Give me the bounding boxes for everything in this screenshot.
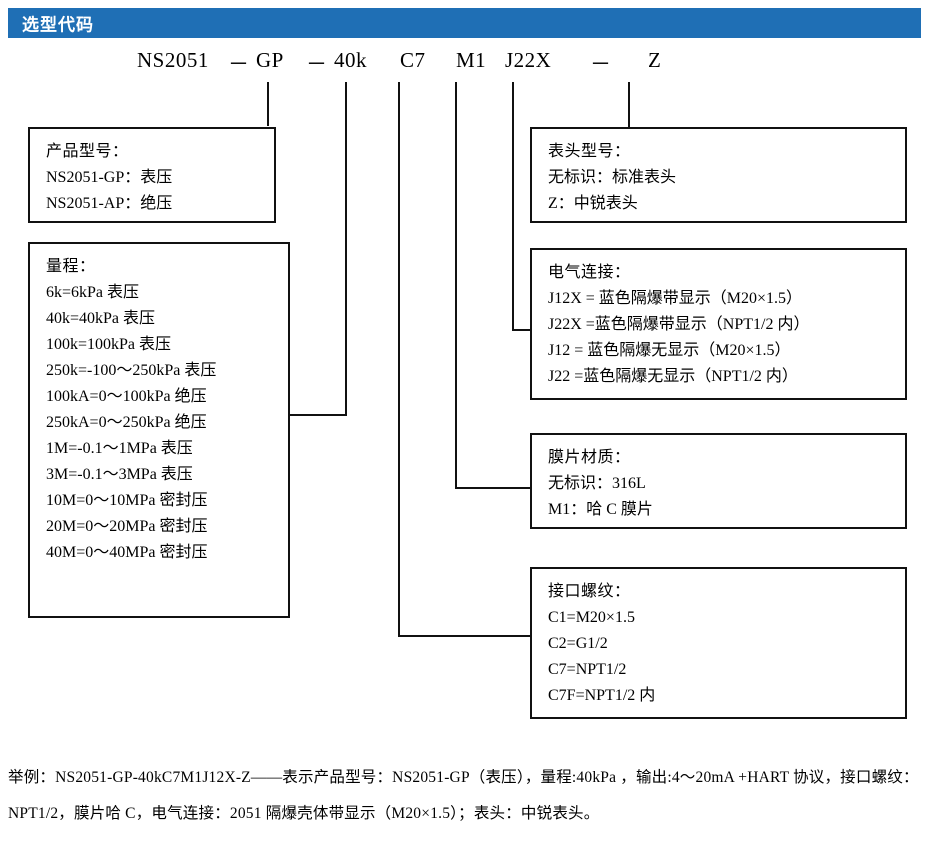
code-segment-range: 40k [334,48,367,72]
box-electrical-connection: 电气连接： J12X = 蓝色隔爆带显示（M20×1.5） J22X =蓝色隔爆… [530,248,907,400]
code-separator-2: － [306,52,328,76]
box-head-model-line-1: 无标识：标准表头 [548,169,677,186]
code-segment-base-model: NS2051 [137,48,209,72]
box-range-line-9: 10M=0～10MPa 密封压 [46,492,208,509]
code-segment-type: GP [256,48,284,72]
model-code-row: NS2051 － GP － 40k C7 M1 J22X － Z [0,48,929,82]
box-thread-line-4: C7F=NPT1/2 内 [548,687,656,704]
connector-line-diaphragm-vertical [455,82,457,488]
page-title: 选型代码 [22,15,94,36]
box-range-line-7: 1M=-0.1～1MPa 表压 [46,440,193,457]
box-product-model-line-1: NS2051-GP：表压 [46,169,173,186]
box-range-line-2: 40k=40kPa 表压 [46,310,156,327]
box-thread-line-2: C2=G1/2 [548,635,608,652]
box-product-model-line-2: NS2051-AP：绝压 [46,195,173,212]
box-range-line-4: 250k=-100～250kPa 表压 [46,362,217,379]
box-head-model-title: 表头型号： [548,143,631,160]
code-segment-head: Z [648,48,662,72]
box-range-line-6: 250kA=0～250kPa 绝压 [46,414,207,431]
box-diaphragm-line-2: M1：哈 C 膜片 [548,501,653,518]
box-range-line-5: 100kA=0～100kPa 绝压 [46,388,207,405]
code-segment-electrical: J22X [505,48,552,72]
box-range-line-1: 6k=6kPa 表压 [46,284,140,301]
box-electrical-line-1: J12X = 蓝色隔爆带显示（M20×1.5） [548,290,803,307]
box-diaphragm-material: 膜片材质： 无标识：316L M1：哈 C 膜片 [530,433,907,529]
connector-line-thread-vertical [398,82,400,637]
box-thread-line-1: C1=M20×1.5 [548,609,635,626]
section-header-bar: 选型代码 [8,8,921,38]
box-range-title: 量程： [46,258,96,275]
code-segment-thread: C7 [400,48,426,72]
connector-line-range-horizontal [290,414,347,416]
box-product-model-title: 产品型号： [46,143,129,160]
box-range-line-10: 20M=0～20MPa 密封压 [46,518,208,535]
connector-line-diaphragm-horizontal [455,487,530,489]
box-diaphragm-title: 膜片材质： [548,449,631,466]
box-electrical-line-2: J22X =蓝色隔爆带显示（NPT1/2 内） [548,316,810,333]
connector-line-thread-horizontal [398,635,530,637]
box-electrical-title: 电气连接： [548,264,631,281]
box-electrical-line-4: J22 =蓝色隔爆无显示（NPT1/2 内） [548,368,798,385]
box-thread-title: 接口螺纹： [548,583,631,600]
connector-line-product-model [267,82,269,126]
box-thread-line-3: C7=NPT1/2 [548,661,627,678]
box-range-line-11: 40M=0～40MPa 密封压 [46,544,208,561]
box-range: 量程： 6k=6kPa 表压 40k=40kPa 表压 100k=100kPa … [28,242,290,618]
connector-line-head-model [628,82,630,128]
connector-line-range-vertical [345,82,347,416]
code-segment-diaphragm: M1 [456,48,487,72]
box-range-line-3: 100k=100kPa 表压 [46,336,172,353]
connector-line-electrical-horizontal [512,329,530,331]
code-separator-3: － [590,52,612,76]
box-process-thread: 接口螺纹： C1=M20×1.5 C2=G1/2 C7=NPT1/2 C7F=N… [530,567,907,719]
example-note: 举例：NS2051-GP-40kC7M1J12X-Z——表示产品型号：NS205… [8,769,919,822]
box-range-line-8: 3M=-0.1～3MPa 表压 [46,466,193,483]
box-head-model-line-2: Z：中锐表头 [548,195,638,212]
box-electrical-line-3: J12 = 蓝色隔爆无显示（M20×1.5） [548,342,791,359]
box-diaphragm-line-1: 无标识：316L [548,475,646,492]
code-separator-1: － [228,52,250,76]
connector-line-electrical-vertical [512,82,514,330]
box-head-model: 表头型号： 无标识：标准表头 Z：中锐表头 [530,127,907,223]
box-product-model: 产品型号： NS2051-GP：表压 NS2051-AP：绝压 [28,127,276,223]
